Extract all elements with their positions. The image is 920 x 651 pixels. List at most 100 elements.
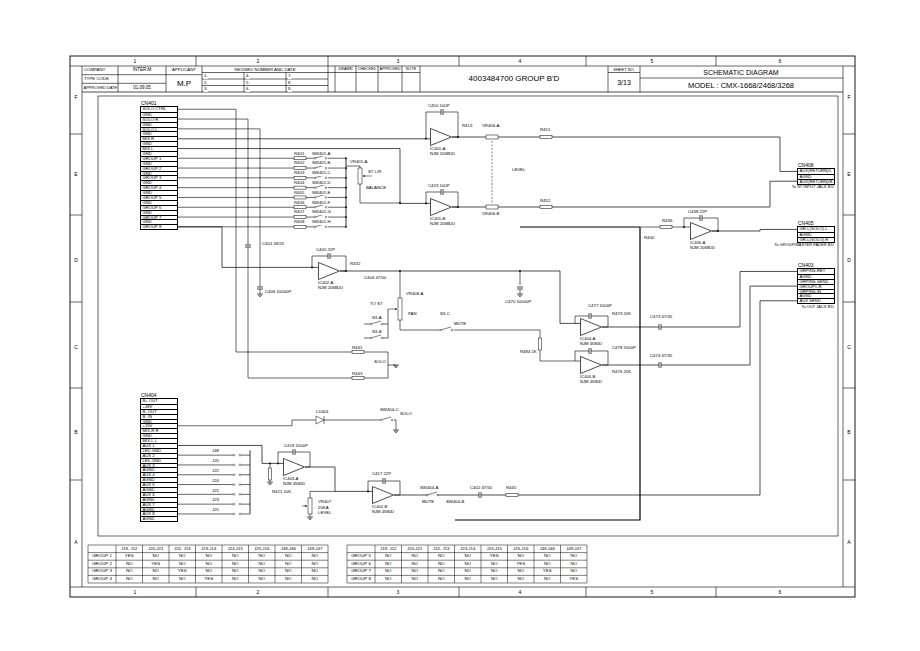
wire <box>520 226 640 227</box>
wire <box>401 545 402 583</box>
terminal-circle <box>325 197 327 199</box>
wire <box>328 226 346 227</box>
terminal-circle <box>325 157 327 159</box>
signal-wire <box>178 445 283 463</box>
drawing-frame <box>70 56 855 597</box>
table-cell: YES <box>178 569 187 573</box>
wiper-arrow <box>395 308 397 310</box>
wire <box>394 431 398 432</box>
wire <box>306 168 314 169</box>
wire <box>534 545 535 583</box>
resistor-symbol <box>294 225 306 228</box>
part-label: NJM 4580D <box>372 510 394 514</box>
wire <box>244 73 245 93</box>
wire <box>393 430 399 431</box>
component-label: R476 20K <box>612 370 631 374</box>
resistor-symbol <box>294 196 306 199</box>
wire <box>178 474 233 475</box>
component-label: VR408-A <box>406 292 423 296</box>
grid-reference: 6 <box>779 590 782 595</box>
grid-reference: 4 <box>519 59 522 64</box>
table-cell: GROUP 8 <box>351 577 371 581</box>
component-label: R452 <box>540 199 550 203</box>
title-block-text: 9. <box>288 87 292 91</box>
terminal-circle <box>233 474 235 476</box>
wire <box>716 587 717 597</box>
wire <box>402 66 403 92</box>
part-label: IC406-A <box>690 241 705 245</box>
wire <box>459 587 460 597</box>
component-label: TO ST <box>370 302 383 306</box>
junction-dot <box>345 167 347 169</box>
grid-reference: F <box>74 95 77 100</box>
table-cell: NO <box>152 569 159 573</box>
wire <box>608 66 609 92</box>
resistor-symbol <box>294 186 306 189</box>
table-cell: NO <box>464 577 471 581</box>
component-label: LEVEL <box>318 511 331 515</box>
wire <box>347 575 587 576</box>
wire <box>70 480 82 481</box>
junction-dot <box>717 230 719 232</box>
wire <box>88 552 328 553</box>
component-label: J24 <box>212 479 219 483</box>
component-label: R408 <box>294 220 304 224</box>
wire <box>328 587 329 597</box>
wire <box>267 482 273 483</box>
table-cell: NO <box>385 562 392 566</box>
wire <box>70 388 82 389</box>
junction-dot <box>345 216 347 218</box>
wire <box>591 313 592 319</box>
table-cell: J20,J21 <box>407 547 422 551</box>
terminal-circle <box>325 187 327 189</box>
wire <box>589 348 590 354</box>
wire <box>196 56 197 66</box>
wire <box>356 66 357 92</box>
schematic-art <box>70 56 855 597</box>
wire <box>88 575 328 576</box>
junction-dot <box>457 136 459 138</box>
wire <box>385 478 386 484</box>
resistor-symbol <box>294 176 306 179</box>
terminal-circle <box>381 337 383 339</box>
wire <box>346 166 360 168</box>
component-label: SW401-A <box>312 152 330 156</box>
table-cell: NO <box>544 577 551 581</box>
title-block-text: COMPANY <box>84 68 105 72</box>
wire <box>308 518 312 519</box>
wire <box>388 309 397 310</box>
junction-dot <box>345 197 347 199</box>
resistor-symbol <box>294 167 306 170</box>
terminal-circle <box>239 474 241 476</box>
wire <box>178 119 248 378</box>
wire <box>700 215 701 221</box>
component-label: R473 20K <box>612 312 631 316</box>
table-cell: NO <box>179 577 186 581</box>
wire <box>360 184 400 203</box>
wire <box>640 78 843 79</box>
table-cell: NO <box>491 569 498 573</box>
signal-wire <box>602 271 797 327</box>
grid-reference: 5 <box>651 59 654 64</box>
junction-dot <box>457 206 459 208</box>
signal-wire <box>712 229 797 231</box>
table-cell: NO <box>464 569 471 573</box>
table-cell: NO <box>258 569 265 573</box>
table-cell: J20,J21 <box>148 547 163 551</box>
table-cell: J22, J13 <box>433 547 450 551</box>
title-block-text: DRAWN <box>338 68 352 72</box>
wire <box>661 362 662 368</box>
led-symbol <box>316 416 324 424</box>
table-cell: NO <box>152 577 159 581</box>
terminal-circle <box>325 177 327 179</box>
grid-reference: A <box>74 540 77 545</box>
wire <box>492 141 493 203</box>
junction-dot <box>269 463 271 465</box>
table-cell: NO <box>285 569 292 573</box>
part-label: IC404-A <box>580 337 595 341</box>
table-cell: NO <box>232 569 239 573</box>
component-label: R440 <box>644 236 654 240</box>
table-cell: NO <box>311 569 318 573</box>
table-cell: J23,J14 <box>201 547 216 551</box>
table-cell: J49,J47 <box>566 547 581 551</box>
